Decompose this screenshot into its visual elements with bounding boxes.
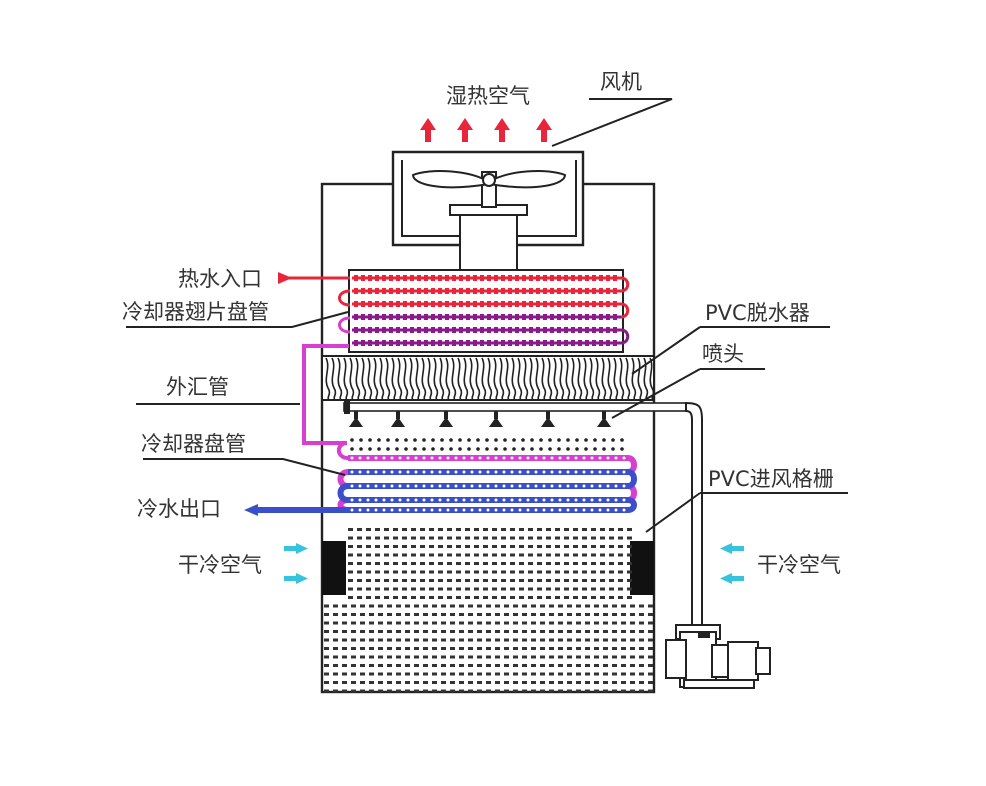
dry-cold-air-arrows-left (284, 543, 308, 584)
pvc-eliminator (321, 355, 655, 401)
up-arrow-icon (536, 118, 552, 142)
up-arrow-icon (420, 118, 436, 142)
label-cold-water-outlet: 冷水出口 (137, 497, 221, 521)
nozzle-icon (349, 411, 363, 427)
nozzles (349, 411, 611, 427)
pvc-louver-left (322, 541, 346, 595)
fan-housing (391, 150, 585, 271)
up-arrow-icon (457, 118, 473, 142)
water-basin-pattern (324, 528, 653, 693)
nozzle-icon (489, 411, 503, 427)
label-nozzle: 喷头 (702, 342, 744, 366)
finned-coil (348, 269, 630, 353)
label-dry-cold-air-left: 干冷空气 (178, 553, 262, 577)
label-pvc-louver: PVC进风格栅 (708, 467, 834, 491)
nozzle-icon (541, 411, 555, 427)
left-arrow-icon (720, 543, 744, 554)
hot-air-arrows (420, 118, 552, 142)
nozzle-icon (439, 411, 453, 427)
label-fan: 风机 (600, 70, 642, 94)
nozzle-icon (391, 411, 405, 427)
label-finned-coil: 冷却器翅片盘管 (122, 300, 269, 324)
label-hot-water-inlet: 热水入口 (178, 267, 262, 291)
cold-water-outlet-arrow (244, 504, 258, 516)
labels: 湿热空气 风机 热水入口 冷却器翅片盘管 PVC脱水器 喷头 外汇管 冷却器盘管… (122, 70, 841, 577)
label-dry-cold-air-right: 干冷空气 (757, 553, 841, 577)
label-outer-manifold: 外汇管 (166, 375, 229, 399)
pvc-louver-right (630, 541, 654, 595)
up-arrow-icon (494, 118, 510, 142)
left-arrow-icon (720, 573, 744, 584)
label-cooler-coil: 冷却器盘管 (141, 432, 246, 456)
outer-manifold-pipe (302, 344, 349, 460)
nozzle-icon (597, 411, 611, 427)
right-arrow-icon (284, 573, 308, 584)
right-arrow-icon (284, 543, 308, 554)
label-humid-hot-air: 湿热空气 (446, 84, 530, 108)
circulation-pump (665, 624, 771, 689)
cooler-coil (252, 438, 637, 513)
leader-lines (126, 98, 848, 533)
finned-coil-tubes (352, 275, 630, 346)
label-pvc-eliminator: PVC脱水器 (705, 301, 810, 325)
hot-water-inlet-pipe (278, 272, 351, 334)
dry-cold-air-arrows-right (720, 543, 744, 584)
